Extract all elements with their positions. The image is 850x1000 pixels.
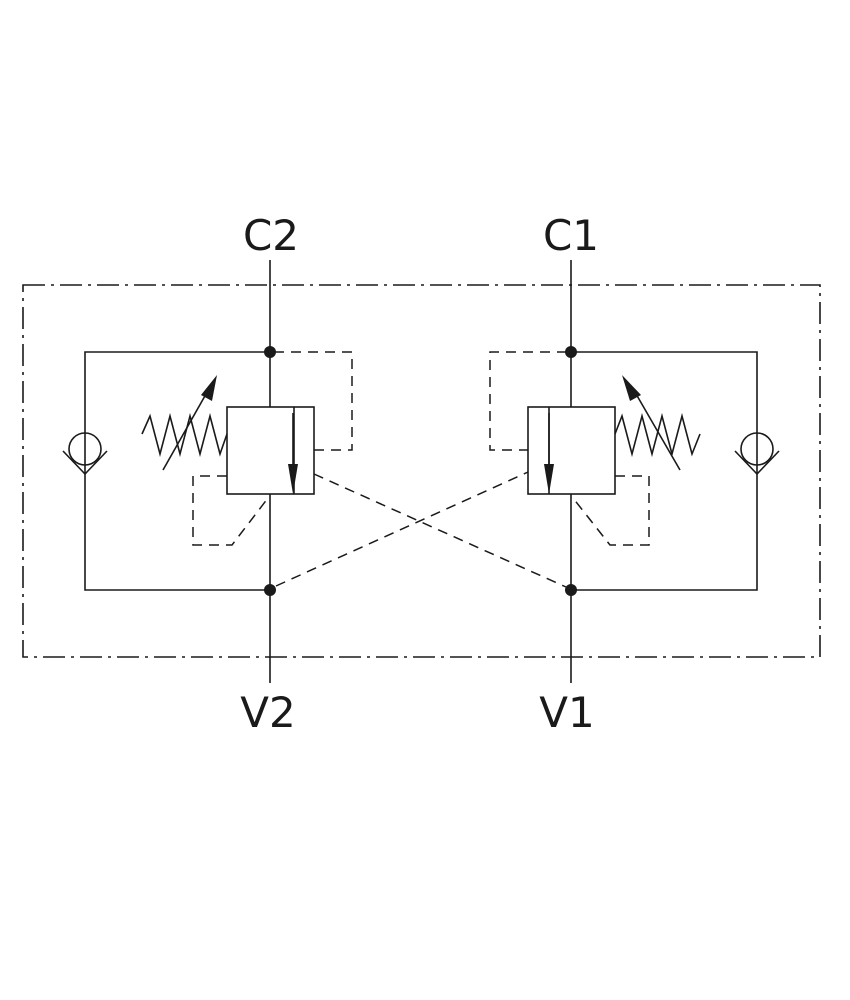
right-pilot-line-lower — [572, 475, 650, 546]
left-pilot-line-lower — [192, 475, 269, 546]
right-flow-arrow-head — [544, 464, 554, 494]
left-circuit — [62, 260, 353, 683]
left-check-valve-seat — [62, 450, 108, 476]
left-valve-box — [226, 406, 315, 495]
right-pilot-line-top — [489, 351, 567, 451]
left-adjust-arrow-head — [201, 375, 217, 401]
cross-pilot-line-left-valve-to-v1 — [313, 473, 567, 588]
valve-body-outline — [22, 284, 821, 658]
cross-pilot-line-v2-to-right-valve — [275, 471, 529, 587]
left-junction-top — [264, 346, 276, 358]
left-spring — [141, 412, 228, 458]
port-label-c2: C2 — [243, 211, 299, 260]
right-valve-box — [527, 406, 616, 495]
left-adjust-arrow-shaft — [162, 386, 211, 471]
left-bypass-line — [84, 351, 270, 591]
port-label-v2: V2 — [240, 688, 295, 737]
port-label-c1: C1 — [543, 211, 599, 260]
left-check-valve-ball — [68, 432, 102, 466]
right-junction-bottom — [565, 584, 577, 596]
right-bypass-line — [571, 351, 758, 591]
right-spring — [614, 412, 701, 458]
right-adjust-arrow-head — [622, 375, 641, 401]
right-check-valve-seat — [734, 450, 780, 476]
left-junction-bottom — [264, 584, 276, 596]
right-adjust-arrow-shaft — [631, 386, 681, 471]
right-junction-top — [565, 346, 577, 358]
left-pilot-line-top — [274, 351, 353, 451]
port-label-v1: V1 — [539, 688, 594, 737]
left-flow-arrow-head — [288, 464, 298, 494]
right-check-valve-ball — [740, 432, 774, 466]
right-circuit — [489, 260, 780, 683]
